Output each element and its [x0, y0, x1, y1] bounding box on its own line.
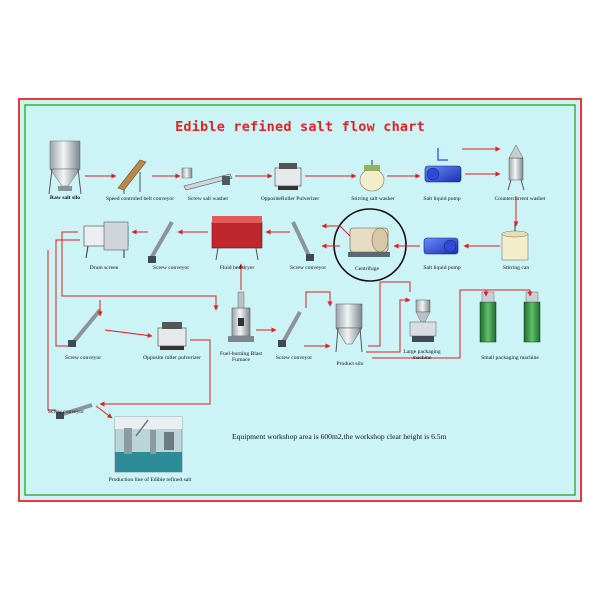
- label-roller-pulverizer: OppositeRoller Pulverizer: [260, 196, 320, 202]
- production-line-photo: [114, 416, 183, 473]
- fluid-bed-dryer-image: [211, 216, 263, 261]
- label-screw-conveyor-1: Screw conveyor: [152, 265, 190, 271]
- label-centrifuge: Centrifuge: [355, 266, 379, 272]
- label-fluid-bed-dryer: Fluid bed dryer: [219, 265, 255, 271]
- roller-pulverizer-image: [274, 163, 302, 190]
- label-product-silo: Product silo: [336, 361, 364, 367]
- furnace-image: [228, 291, 254, 342]
- label-production-line: Production line of Edible refined salt: [108, 477, 192, 483]
- salt-liquid-pump-2-image: [423, 237, 459, 255]
- salt-liquid-pump-1-image: [424, 148, 462, 183]
- product-silo-image: [335, 303, 363, 353]
- raw-salt-silo-image: [48, 140, 82, 195]
- screw-salt-washer-image: [181, 167, 233, 191]
- label-screw-conveyor-3: Screw conveyor: [64, 355, 102, 361]
- label-screw-salt-washer: Screw salt washer: [187, 196, 229, 202]
- label-furnace: Fuel-burning Blast Furnace: [219, 351, 263, 363]
- small-packaging-image: [479, 291, 541, 343]
- workshop-note: Equipment workshop area is 600m2,the wor…: [232, 432, 447, 441]
- stirring-can-image: [501, 224, 529, 261]
- label-drum-screen: Drum screen: [89, 265, 119, 271]
- label-liquid-pump-2: Salt liquid pump: [423, 265, 461, 271]
- chart-title: Edible refined salt flow chart: [175, 119, 425, 135]
- screw-conveyor-3-image: [68, 308, 102, 347]
- screw-conveyor-2-image: [291, 221, 314, 261]
- label-stirring-washer: Stirring salt washer: [351, 196, 395, 202]
- screw-conveyor-4-image: [278, 311, 302, 347]
- label-large-packaging: Large packaging machine: [403, 349, 441, 361]
- label-stirring-can: Stirring can: [502, 265, 530, 271]
- flow-arrows: [47, 146, 533, 419]
- screw-conveyor-1-image: [148, 220, 174, 263]
- drum-screen-image: [83, 221, 129, 259]
- label-small-packaging: Small packaging machine: [481, 355, 539, 361]
- centrifuge-highlight-circle: [333, 208, 407, 282]
- label-screw-conveyor-4: Screw conveyor: [275, 355, 313, 361]
- label-belt-conveyor: Speed controled belt conveyor: [105, 196, 175, 202]
- countercurrent-washer-image: [507, 144, 525, 191]
- screw-conveyor-5-image: [56, 403, 93, 419]
- label-countercurrent-washer: Countercurrent washer: [494, 196, 546, 202]
- belt-conveyor-image: [117, 159, 147, 194]
- stirring-washer-image: [359, 160, 385, 192]
- opposite-roller-pulverizer-image: [157, 322, 187, 350]
- inner-border: [24, 104, 576, 496]
- label-opposite-roller: Opposite roller pulverizer: [143, 355, 201, 361]
- label-liquid-pump-1: Salt liquid pump: [423, 196, 461, 202]
- centrifuge-image: [348, 227, 390, 257]
- label-raw-salt-silo: Raw salt silo: [49, 195, 81, 201]
- large-packaging-image: [409, 299, 437, 342]
- label-screw-conveyor-2: Screw conveyor: [289, 265, 327, 271]
- label-screw-conveyor-5: Screw conveyor: [47, 409, 85, 415]
